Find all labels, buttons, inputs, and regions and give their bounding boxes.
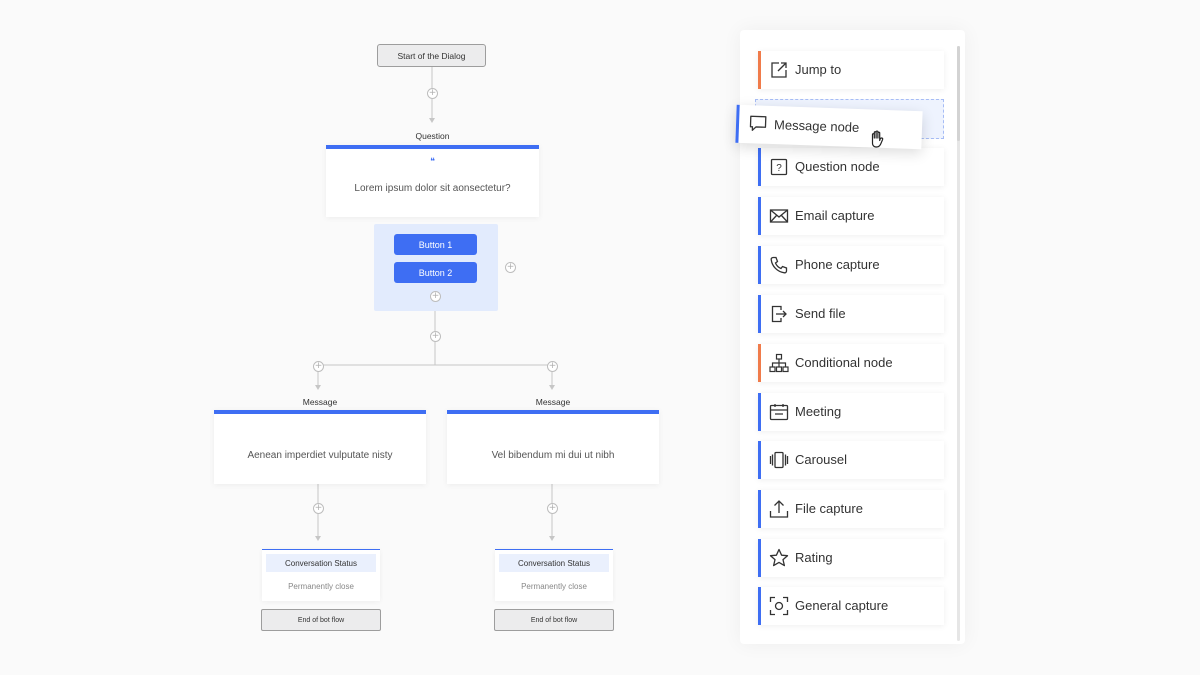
palette-item-label: Conditional node — [795, 355, 893, 370]
accent-bar — [758, 490, 761, 528]
add-node-plus-icon[interactable]: + — [547, 361, 558, 372]
accent-bar — [758, 441, 761, 479]
question-button-2[interactable]: Button 2 — [394, 262, 477, 283]
palette-item-conditional-node[interactable]: Conditional node — [758, 344, 944, 382]
message-node-card[interactable]: Aenean imperdiet vulputate nisty — [214, 410, 426, 484]
start-of-dialog-node[interactable]: Start of the Dialog — [377, 44, 486, 67]
palette-item-label: Meeting — [795, 404, 842, 419]
palette-item-label: File capture — [795, 501, 863, 516]
accent-bar — [735, 104, 740, 143]
conversation-status-node[interactable]: Conversation Status Permanently close — [495, 549, 613, 601]
message-node-title: Message — [535, 397, 571, 407]
jump-to-icon — [771, 62, 787, 78]
palette-item-file-capture[interactable]: File capture — [758, 490, 944, 528]
conditional-icon — [769, 353, 789, 373]
question-node-text: Lorem ipsum dolor sit aonsectetur? — [354, 183, 511, 194]
add-side-plus-icon[interactable]: + — [505, 262, 516, 273]
accent-bar — [758, 246, 761, 284]
question-button-1[interactable]: Button 1 — [394, 234, 477, 255]
end-of-bot-flow-node[interactable]: End of bot flow — [494, 609, 614, 631]
palette-item-general-capture[interactable]: General capture — [758, 587, 944, 625]
file-upload-icon — [769, 500, 789, 518]
end-of-bot-flow-node[interactable]: End of bot flow — [261, 609, 381, 631]
palette-item-label: Message node — [773, 117, 860, 136]
add-button-plus-icon[interactable]: + — [430, 291, 441, 302]
add-node-plus-icon[interactable]: + — [313, 503, 324, 514]
palette-item-label: Jump to — [795, 62, 842, 77]
accent-bar — [758, 51, 761, 89]
accent-bar — [758, 539, 761, 577]
status-value: Permanently close — [521, 582, 587, 591]
phone-icon — [770, 256, 788, 274]
conversation-status-label: Conversation Status — [499, 554, 609, 572]
accent-bar — [758, 344, 761, 382]
palette-scrollbar-thumb[interactable] — [957, 46, 960, 141]
palette-item-meeting[interactable]: Meeting — [758, 393, 944, 431]
add-node-plus-icon[interactable]: + — [547, 503, 558, 514]
quote-icon: ❝ — [430, 156, 435, 166]
question-icon: ? — [770, 158, 788, 176]
palette-item-label: Question node — [795, 159, 880, 174]
question-buttons-area: Button 1 Button 2 + — [374, 224, 498, 311]
palette-item-carousel[interactable]: Carousel — [758, 441, 944, 479]
palette-item-label: Email capture — [795, 208, 875, 223]
palette-item-label: Phone capture — [795, 257, 880, 272]
accent-bar — [758, 197, 761, 235]
accent-bar — [758, 587, 761, 625]
star-icon — [769, 548, 789, 567]
palette-item-email-capture[interactable]: Email capture — [758, 197, 944, 235]
conversation-status-label: Conversation Status — [266, 554, 376, 572]
conversation-status-node[interactable]: Conversation Status Permanently close — [262, 549, 380, 601]
meeting-icon — [769, 404, 789, 421]
question-node-card[interactable]: ❝ Lorem ipsum dolor sit aonsectetur? — [326, 145, 539, 217]
palette-item-question-node[interactable]: ? Question node — [758, 148, 944, 186]
dragging-message-node[interactable]: Message node — [735, 104, 923, 150]
message-node-title: Message — [302, 397, 338, 407]
message-node-card[interactable]: Vel bibendum mi dui ut nibh — [447, 410, 659, 484]
grab-hand-cursor-icon — [871, 130, 884, 148]
accent-bar — [758, 148, 761, 186]
email-icon — [769, 209, 789, 223]
message-node-text: Aenean imperdiet vulputate nisty — [247, 450, 393, 461]
add-node-plus-icon[interactable]: + — [430, 331, 441, 342]
message-node-text: Vel bibendum mi dui ut nibh — [491, 450, 615, 461]
palette-item-label: General capture — [795, 598, 889, 613]
add-node-plus-icon[interactable]: + — [427, 88, 438, 99]
status-value: Permanently close — [288, 582, 354, 591]
palette-item-label: Send file — [795, 306, 846, 321]
general-capture-icon — [769, 596, 789, 616]
add-node-plus-icon[interactable]: + — [313, 361, 324, 372]
accent-bar — [758, 295, 761, 333]
palette-item-phone-capture[interactable]: Phone capture — [758, 246, 944, 284]
question-node-title: Question — [415, 131, 450, 141]
palette-scrollbar-track[interactable] — [957, 46, 960, 641]
palette-item-send-file[interactable]: Send file — [758, 295, 944, 333]
palette-item-jump-to[interactable]: Jump to — [758, 51, 944, 89]
carousel-icon — [769, 451, 789, 469]
svg-text:?: ? — [776, 163, 782, 174]
palette-item-label: Carousel — [795, 452, 848, 467]
palette-item-label: Rating — [795, 550, 833, 565]
palette-item-rating[interactable]: Rating — [758, 539, 944, 577]
send-file-icon — [771, 305, 787, 323]
accent-bar — [758, 393, 761, 431]
message-icon — [749, 115, 767, 131]
